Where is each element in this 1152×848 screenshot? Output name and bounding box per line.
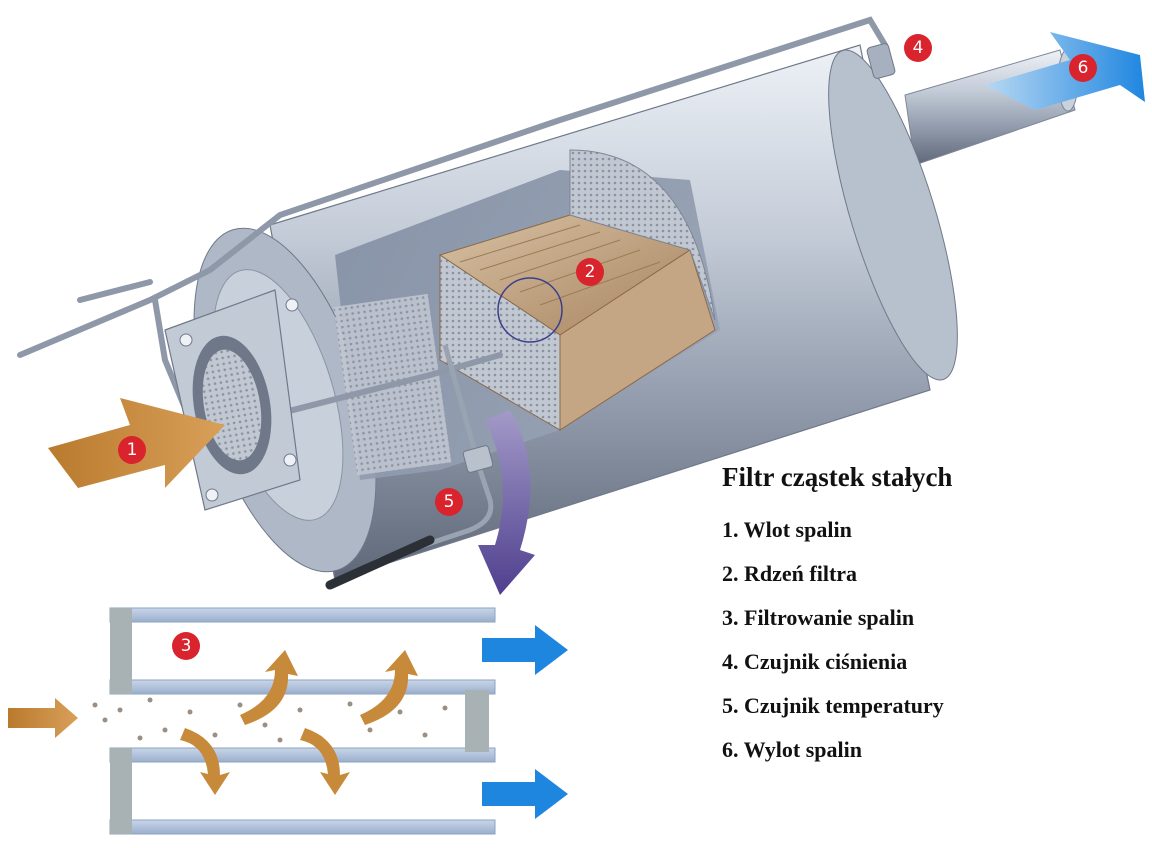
marker-3: 3 xyxy=(172,632,200,660)
temperature-sensor xyxy=(325,344,494,590)
marker-2: 2 xyxy=(576,258,604,286)
svg-text:4: 4 xyxy=(913,38,924,58)
legend-item-core: 2. Rdzeń filtra xyxy=(722,561,858,586)
inlet-flange xyxy=(164,289,301,511)
outlet-arrow xyxy=(985,32,1145,110)
legend-title: Filtr cząstek stałych xyxy=(722,462,953,492)
svg-text:6: 6 xyxy=(1078,58,1089,78)
filtering-detail xyxy=(8,607,568,835)
marker-5: 5 xyxy=(435,488,463,516)
svg-text:5: 5 xyxy=(444,492,455,512)
svg-text:2: 2 xyxy=(585,262,596,282)
svg-text:3: 3 xyxy=(181,636,192,656)
marker-6: 6 xyxy=(1069,54,1097,82)
legend-item-filtering: 3. Filtrowanie spalin xyxy=(722,605,915,630)
marker-4: 4 xyxy=(904,34,932,62)
legend-item-pressure-sensor: 4. Czujnik ciśnienia xyxy=(722,649,908,674)
pressure-sensor-fitting xyxy=(866,43,896,79)
marker-1: 1 xyxy=(118,436,146,464)
filter-core xyxy=(438,149,716,431)
legend: Filtr cząstek stałych 1. Wlot spalin 2. … xyxy=(722,460,1142,772)
legend-item-inlet: 1. Wlot spalin xyxy=(722,517,852,542)
legend-item-outlet: 6. Wylot spalin xyxy=(722,737,862,762)
svg-text:1: 1 xyxy=(127,440,138,460)
legend-item-temperature-sensor: 5. Czujnik temperatury xyxy=(722,693,944,718)
flow-down-arrow xyxy=(478,410,535,595)
